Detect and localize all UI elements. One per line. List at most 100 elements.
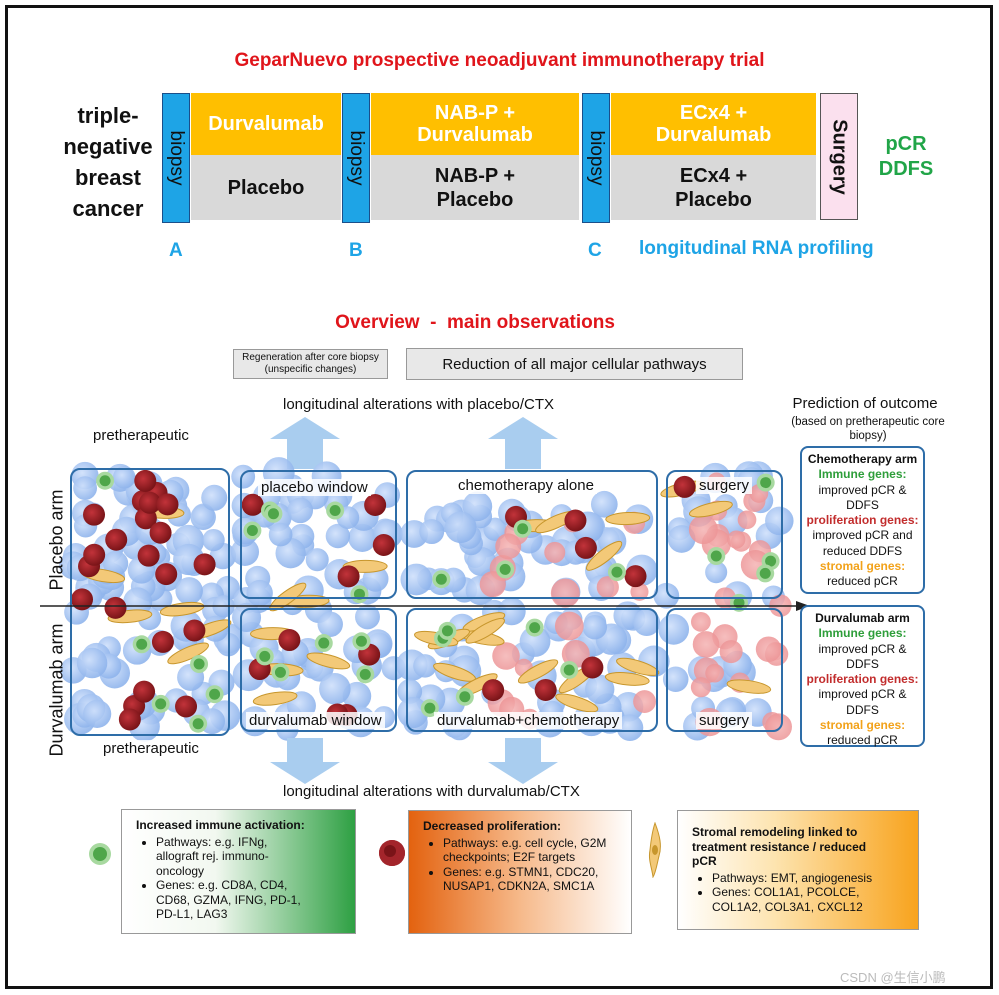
stromal-genes: Genes: COL1A1, PCOLCE, COL1A2, COL3A1, C… xyxy=(712,885,897,914)
proliferating-tumor-cell xyxy=(241,493,264,516)
durva-arm-heading: Durvalumab arm xyxy=(815,611,910,625)
figure-frame xyxy=(5,5,993,989)
durva-chemo-label: durvalumab+chemotherapy xyxy=(434,712,623,729)
chemo-alone-label: chemotherapy alone xyxy=(455,477,597,494)
immune-cell-nucleus xyxy=(563,664,575,676)
immune-genes: Genes: e.g. CD8A, CD4, CD68, GZMA, IFNG,… xyxy=(156,878,316,922)
tumor-cell-blue xyxy=(667,525,696,553)
proliferating-tumor-cell xyxy=(151,630,174,653)
durva-immune-label: Immune genes: xyxy=(818,626,907,641)
fibroblast xyxy=(167,642,209,665)
tumor-cell-blue xyxy=(590,490,618,518)
up-arrow-left xyxy=(270,417,340,469)
disease-label: triple- negative breast cancer xyxy=(58,100,158,224)
panel-placebo-window xyxy=(240,470,397,599)
tumor-cell-blue xyxy=(319,673,351,705)
prediction-title: Prediction of outcome xyxy=(792,395,938,412)
proliferating-tumor-cell xyxy=(364,494,387,517)
immune-cell-nucleus xyxy=(529,622,541,634)
regen-box: Regeneration after core biopsy (unspecif… xyxy=(233,349,388,379)
proliferating-tumor-cell xyxy=(156,493,179,516)
panel-surgery-bottom xyxy=(666,608,783,732)
dying-tumor-cell xyxy=(692,631,720,658)
tumor-cell-blue xyxy=(317,611,343,638)
tumor-cell-blue xyxy=(616,714,644,742)
tumor-cell-blue xyxy=(419,519,445,545)
proliferating-tumor-cell xyxy=(372,533,395,556)
biopsy-point-c: C xyxy=(588,240,602,261)
surgery-bottom-label: surgery xyxy=(696,712,753,729)
chemo-immune-effect: improved pCR & DDFS xyxy=(818,482,907,512)
tumor-cell-blue xyxy=(175,577,203,605)
pretherapeutic-top-label: pretherapeutic xyxy=(90,427,192,444)
dying-tumor-cell xyxy=(550,578,580,608)
tumor-cell-blue xyxy=(705,561,728,584)
panel-pretherapeutic xyxy=(70,468,230,736)
dying-tumor-cell xyxy=(630,582,649,601)
immune-cell-nucleus xyxy=(765,555,777,567)
immune-cell-nucleus xyxy=(499,563,511,575)
immune-cell-nucleus xyxy=(274,666,286,678)
immune-cell-nucleus xyxy=(760,477,772,489)
dying-tumor-cell xyxy=(755,636,782,662)
proliferating-tumor-cell xyxy=(134,469,157,492)
immune-cell-nucleus xyxy=(359,668,371,680)
arm3-grey-text: ECx4 + Placebo xyxy=(675,164,752,211)
tumor-cell-blue xyxy=(765,506,794,536)
immune-cell-nucleus xyxy=(353,588,365,600)
durva-stromal-effect: reduced pCR xyxy=(827,733,898,748)
immune-cell-nucleus xyxy=(441,625,453,637)
tumor-cell-blue xyxy=(202,528,225,552)
dying-tumor-cell xyxy=(705,663,725,683)
watermark: CSDN @生信小鹏 xyxy=(840,970,946,985)
disease-line-1: triple- xyxy=(77,103,139,128)
panel-surgery-top xyxy=(666,470,783,599)
biopsy-label-b: biopsy xyxy=(346,130,367,186)
proliferating-tumor-cell xyxy=(104,596,127,619)
tumor-cell-blue xyxy=(497,597,526,626)
surgery-label: Surgery xyxy=(828,118,851,195)
tumor-cell-blue xyxy=(287,497,314,524)
proliferating-tumor-cell xyxy=(564,509,587,532)
immune-cell-nucleus xyxy=(459,691,471,703)
biopsy-label-a: biopsy xyxy=(166,130,187,186)
dying-tumor-cell xyxy=(554,611,584,641)
panel-durvalumab-chemo xyxy=(406,608,658,732)
arm3-gold-text: ECx4 + Durvalumab xyxy=(655,102,772,146)
down-arrow-right xyxy=(488,738,558,784)
prediction-subtitle: (based on pretherapeutic core biopsy) xyxy=(791,416,945,442)
proliferating-tumor-cell xyxy=(193,553,216,576)
dying-tumor-cell xyxy=(633,690,656,714)
placebo-arm-text: Placebo arm xyxy=(46,489,67,591)
proliferating-tumor-cell xyxy=(534,678,557,701)
biopsy-point-b: B xyxy=(349,240,363,261)
biopsy-point-a: A xyxy=(169,240,183,261)
tumor-cell-blue xyxy=(246,579,273,607)
fibroblast xyxy=(555,693,599,713)
stromal-pathways: Pathways: EMT, angiogenesis xyxy=(712,871,910,886)
immune-cell-icon xyxy=(89,843,111,865)
immune-cell-nucleus xyxy=(329,505,341,517)
reduction-box: Reduction of all major cellular pathways xyxy=(406,348,743,380)
immune-cell-nucleus xyxy=(318,637,330,649)
pretherapeutic-bottom-label: pretherapeutic xyxy=(100,740,202,757)
overview-title: Overview - main observations xyxy=(335,312,615,333)
tumor-cell-blue xyxy=(400,563,433,596)
dying-tumor-cell xyxy=(495,533,522,560)
proliferating-tumor-cell xyxy=(673,475,696,498)
fibroblast xyxy=(605,511,651,526)
dying-tumor-cell xyxy=(561,639,590,668)
chemo-arm-heading: Chemotherapy arm xyxy=(807,452,918,466)
proliferating-tumor-cell xyxy=(105,528,128,551)
prolif-legend-title: Decreased proliferation: xyxy=(423,819,562,833)
biopsy-bar-c: biopsy xyxy=(582,93,610,223)
tumor-cell-blue xyxy=(585,674,615,704)
trial-title: GeparNuevo prospective neoadjuvant immun… xyxy=(234,50,765,71)
fibroblast xyxy=(517,659,559,684)
proliferating-tumor-cell xyxy=(155,563,178,586)
immune-cell-nucleus xyxy=(155,698,167,710)
down-arrow-left xyxy=(270,738,340,784)
immune-legend-title: Increased immune activation: xyxy=(136,818,305,832)
dying-tumor-cell xyxy=(479,571,506,598)
placebo-arm-label: Placebo arm xyxy=(46,485,68,595)
